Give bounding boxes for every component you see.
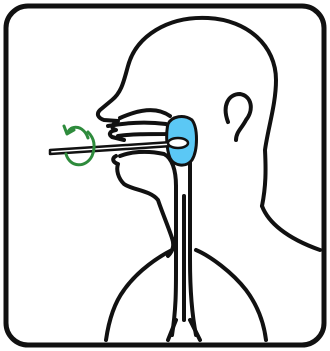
swab-tip bbox=[168, 138, 188, 148]
diagram-frame bbox=[6, 6, 324, 345]
